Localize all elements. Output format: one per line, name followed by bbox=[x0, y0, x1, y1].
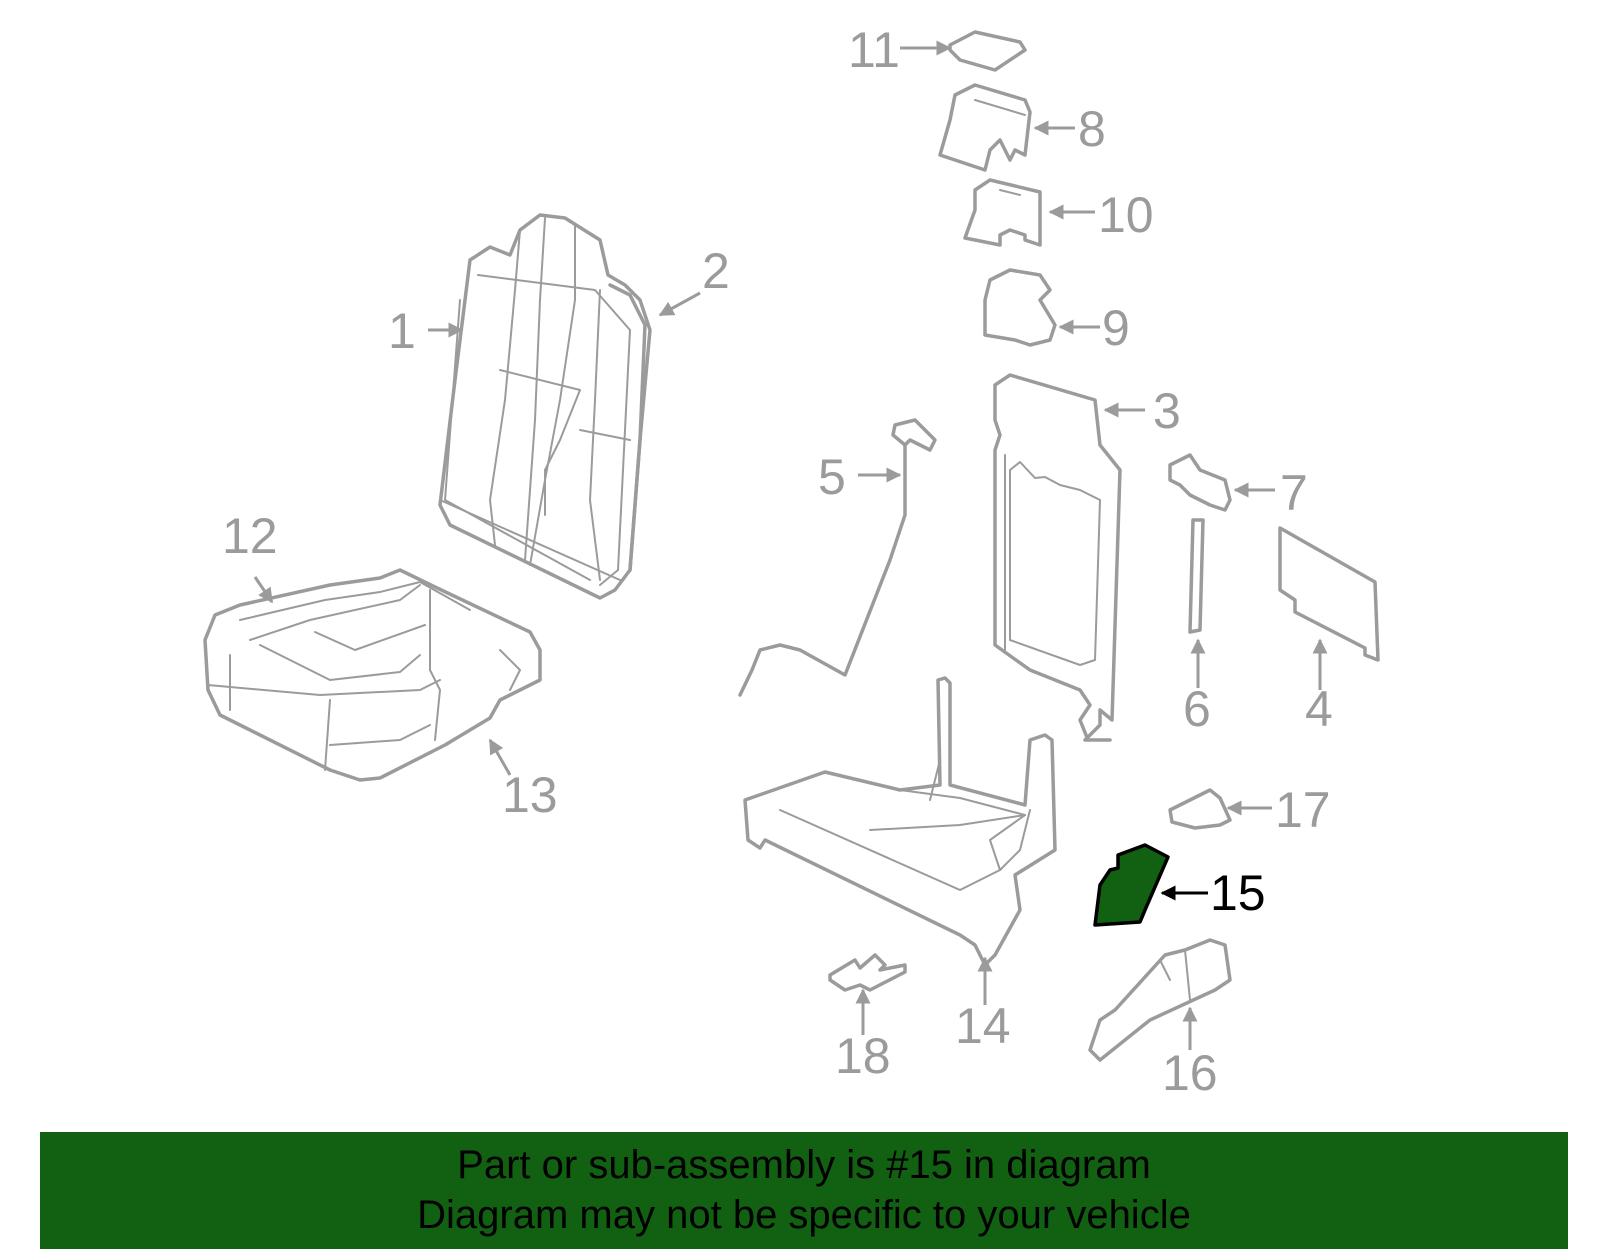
part-4-panel[interactable] bbox=[1278, 526, 1380, 662]
part-14-seat-frame[interactable] bbox=[743, 676, 1057, 967]
part-16-trim[interactable] bbox=[1088, 938, 1232, 1062]
part-17-clip[interactable] bbox=[1168, 788, 1232, 830]
part-18-clip[interactable] bbox=[828, 953, 907, 992]
part-2-seat-back-frame[interactable] bbox=[608, 283, 647, 572]
label-14: 14 bbox=[955, 998, 1011, 1054]
label-15: 15 bbox=[1210, 865, 1266, 921]
label-8: 8 bbox=[1078, 101, 1106, 157]
part-1-seat-back-cover[interactable] bbox=[438, 213, 652, 600]
label-16: 16 bbox=[1162, 1045, 1218, 1101]
banner-line-2: Diagram may not be specific to your vehi… bbox=[417, 1193, 1191, 1237]
part-10-hinge-cover[interactable] bbox=[963, 178, 1042, 247]
part-8-hinge-cover[interactable] bbox=[938, 83, 1032, 172]
part-12-13-seat-cushion[interactable] bbox=[203, 568, 542, 782]
part-labels: 1 2 3 4 5 6 7 8 9 10 11 12 13 14 15 16 1… bbox=[222, 22, 1333, 1101]
part-9-hinge-bracket[interactable] bbox=[983, 268, 1057, 347]
part-6-rod[interactable] bbox=[1188, 518, 1205, 634]
label-4: 4 bbox=[1305, 681, 1333, 737]
label-3: 3 bbox=[1153, 383, 1181, 439]
label-18: 18 bbox=[835, 1028, 891, 1084]
banner-line-1: Part or sub-assembly is #15 in diagram bbox=[457, 1143, 1151, 1187]
part-7-bracket[interactable] bbox=[1168, 453, 1232, 512]
part-3-back-panel[interactable] bbox=[993, 373, 1122, 742]
label-5: 5 bbox=[818, 449, 846, 505]
label-9: 9 bbox=[1102, 300, 1130, 356]
label-6: 6 bbox=[1183, 681, 1211, 737]
part-15-highlighted[interactable] bbox=[1093, 843, 1170, 927]
info-banner: Part or sub-assembly is #15 in diagram D… bbox=[40, 1132, 1568, 1249]
label-1: 1 bbox=[388, 303, 416, 359]
leader-arrows bbox=[253, 40, 1328, 1050]
parts-diagram: 1 2 3 4 5 6 7 8 9 10 11 12 13 14 15 16 1… bbox=[203, 22, 1380, 1101]
label-7: 7 bbox=[1280, 465, 1308, 521]
label-12: 12 bbox=[222, 508, 278, 564]
label-2: 2 bbox=[702, 243, 730, 299]
label-11: 11 bbox=[848, 22, 900, 78]
label-13: 13 bbox=[502, 767, 558, 823]
label-10: 10 bbox=[1098, 187, 1154, 243]
part-11-cap[interactable] bbox=[948, 30, 1027, 72]
label-17: 17 bbox=[1275, 782, 1331, 838]
part-5-release-cable[interactable] bbox=[738, 418, 937, 697]
